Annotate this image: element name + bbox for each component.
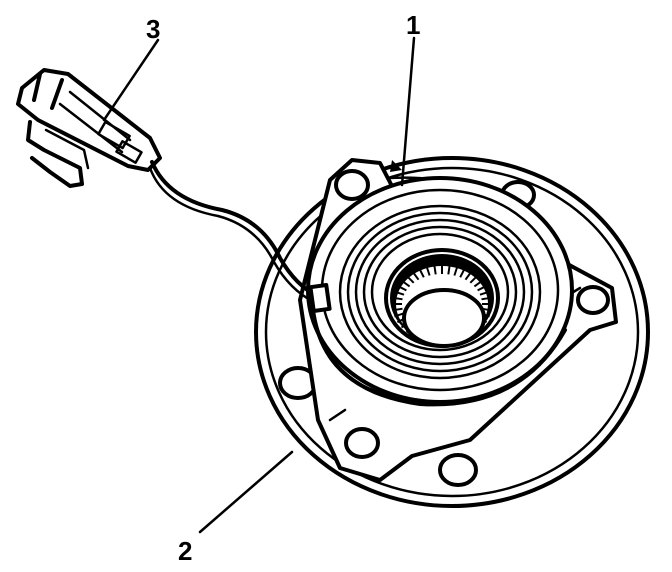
spline-tooth [405,274,415,284]
callout-label-3: 3 [146,14,160,44]
spline-tooth [392,307,403,312]
spline-tooth [392,296,403,301]
callout-label-2: 2 [178,536,192,566]
bolt-hole [344,427,380,459]
leader-line-2 [198,450,294,534]
wheel-speed-sensor-connector [16,68,332,313]
leader-line-1 [400,36,416,187]
spline-tooth [400,279,411,288]
spline-tooth [425,265,431,276]
callout-label-1: 1 [406,10,420,40]
spline-tooth [477,284,488,292]
spline-tooth [473,279,484,288]
bearing-seal-rings [338,204,542,380]
leader-line-3 [102,38,160,122]
spline-tooth [481,296,492,301]
spline-tooth [394,290,405,296]
spline-tooth [433,264,437,275]
spline-tooth [447,264,451,275]
spline-tooth [396,284,407,292]
lug-hole [438,453,478,487]
spline-tooth [459,267,466,278]
bolt-hole [576,285,610,315]
bolt-hole [334,169,370,201]
spline-tooth [469,274,479,284]
spline-tooth [411,271,420,281]
callout-leaders [102,36,416,534]
spline-tooth [464,271,473,281]
spline-tooth [418,267,425,278]
splined-center-bore [384,248,500,348]
spline-tooth [479,290,490,296]
spline-tooth [453,265,459,276]
